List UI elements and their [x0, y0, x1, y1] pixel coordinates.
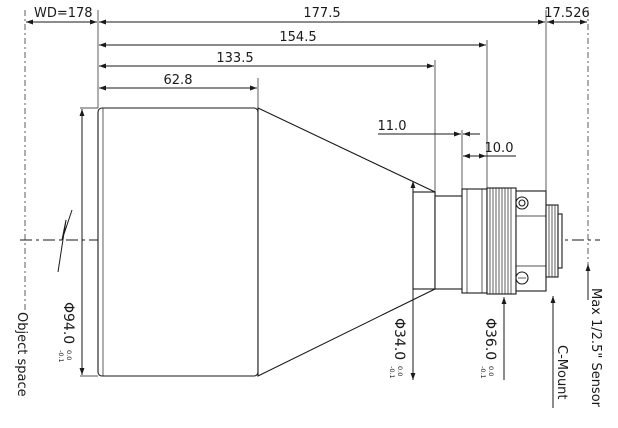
front-tolerance-upper: 0.0 [65, 350, 73, 360]
object-space-label: Object space [14, 312, 29, 397]
knurled-ring [486, 187, 517, 295]
lock-screw-lower [515, 271, 529, 285]
sensor-label: Max 1/2.5" Sensor [588, 288, 603, 408]
c-mount-label: C-Mount [554, 345, 569, 400]
lens-body [97, 107, 563, 377]
rear-tolerance-lower: -0.1 [388, 366, 396, 379]
rear-flange [412, 191, 436, 290]
length-133-label: 133.5 [216, 51, 253, 66]
length-10-label: 10.0 [485, 141, 514, 156]
front-diameter-label: Φ94.0 [60, 302, 76, 344]
rear-diameter-label: Φ34.0 [391, 318, 407, 360]
length-62-label: 62.8 [164, 73, 193, 88]
mount-tolerance-lower: -0.1 [479, 366, 487, 379]
axis-break-mark [57, 209, 73, 273]
mount-diameter-label: Φ36.0 [482, 318, 498, 360]
front-barrel [97, 107, 259, 377]
mount-tolerance-upper: 0.0 [487, 366, 495, 376]
rear-tolerance-upper: 0.0 [396, 366, 404, 376]
conical-section [257, 107, 436, 377]
length-11-label: 11.0 [378, 119, 407, 134]
rear-element [557, 213, 563, 269]
knurling-lines [489, 188, 512, 294]
lock-screw [515, 196, 529, 210]
back-focal-label: 17.526 [544, 6, 590, 21]
focus-ring [461, 188, 488, 294]
rear-tube [434, 195, 464, 290]
wd-label: WD=178 [34, 6, 93, 21]
total-length-label: 177.5 [303, 6, 340, 21]
length-154-label: 154.5 [279, 30, 316, 45]
front-tolerance-lower: -0.1 [57, 350, 65, 363]
